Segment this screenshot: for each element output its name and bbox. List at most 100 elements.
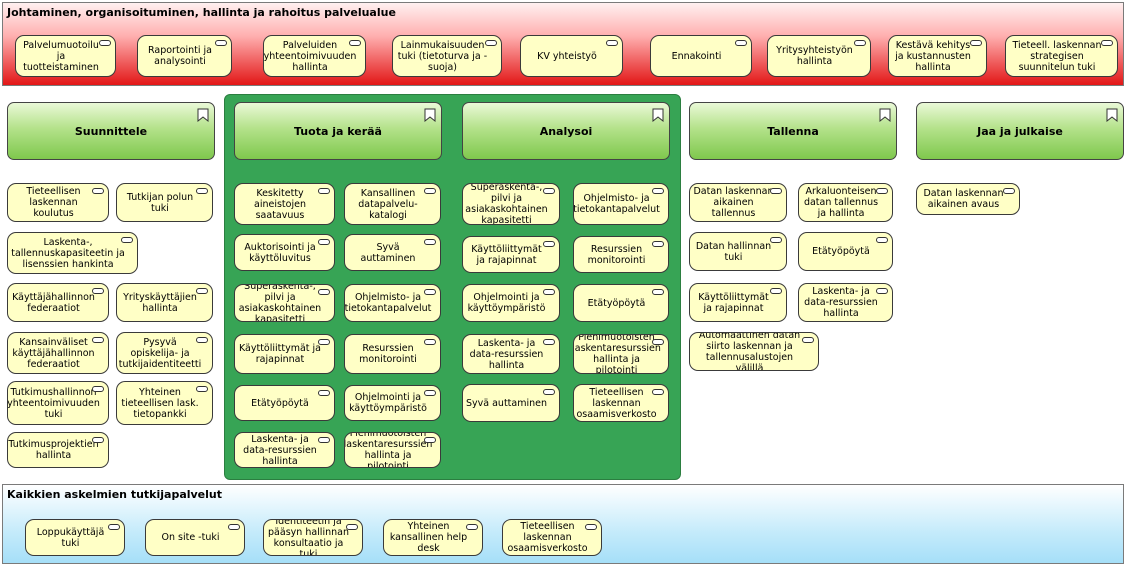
bookmark-icon [424, 108, 436, 122]
service-label: Yritysyhteistyön hallinta [776, 45, 853, 67]
service-icon [876, 188, 888, 194]
service-icon [424, 239, 436, 245]
produce-service[interactable]: Käyttöliittymät ja rajapinnat [234, 334, 335, 374]
stage-tallenna[interactable]: Tallenna [689, 102, 897, 160]
service-icon [1101, 40, 1113, 46]
store-service[interactable]: Datan laskennan aikainen tallennus [689, 183, 787, 222]
plan-service[interactable]: Tieteellisen laskennan koulutus [7, 183, 109, 222]
plan-service[interactable]: Yhteinen tieteellisen lask. tietopankki [116, 381, 213, 425]
service-icon [876, 288, 888, 294]
produce-service[interactable]: Etätyöpöytä [234, 385, 335, 421]
store-service[interactable]: Arkaluonteisen datan tallennus ja hallin… [798, 183, 893, 222]
service-label: Ohjelmointi ja käyttöympäristö [467, 292, 546, 314]
stage-tuota-ja-keraa[interactable]: Tuota ja kerää [234, 102, 442, 160]
service-icon [99, 40, 111, 46]
service-icon [92, 437, 104, 443]
service-icon [196, 288, 208, 294]
service-label: Kestävä kehitys ja kustannusten hallinta [895, 39, 971, 73]
produce-service[interactable]: Ohjelmointi ja käyttöympäristö [344, 385, 441, 421]
service-icon [228, 524, 240, 530]
produce-service[interactable]: Ohjelmisto- ja tietokantapalvelut [344, 284, 441, 322]
service-icon [543, 339, 555, 345]
plan-service[interactable]: Tutkimusprojektien hallinta [7, 432, 109, 468]
bookmark-icon [197, 108, 209, 122]
service-label: Laskenta- ja data-resurssien hallinta [243, 433, 317, 467]
researcher-service[interactable]: On site -tuki [145, 519, 245, 556]
service-icon [1003, 188, 1015, 194]
service-icon [196, 337, 208, 343]
governance-service[interactable]: Palvelumuotoilu ja tuotteistaminen [15, 35, 116, 77]
store-service[interactable]: Datan hallinnan tuki [689, 232, 787, 271]
analyze-service[interactable]: Tieteellisen laskennan osaamisverkosto [573, 384, 669, 422]
store-service[interactable]: Laskenta- ja data-resurssien hallinta [798, 283, 893, 322]
plan-service[interactable]: Kansainväliset käyttäjähallinnon federaa… [7, 332, 109, 374]
produce-service[interactable]: Resurssien monitorointi [344, 334, 441, 374]
service-label: Käyttäjähallinnon federaatiot [12, 291, 95, 314]
analyze-service[interactable]: Etätyöpöytä [573, 284, 669, 322]
service-icon [802, 337, 814, 343]
service-label: Arkaluonteisen datan tallennus ja hallin… [803, 186, 879, 219]
stage-suunnittele[interactable]: Suunnittele [7, 102, 215, 160]
researcher-service[interactable]: Tieteellisen laskennan osaamisverkosto [502, 519, 602, 556]
plan-service[interactable]: Yrityskäyttäjien hallinta [116, 283, 213, 322]
plan-service[interactable]: Käyttäjähallinnon federaatiot [7, 283, 109, 322]
bookmark-icon [652, 108, 664, 122]
service-icon [424, 437, 436, 443]
service-label: Syvä auttaminen [360, 241, 416, 264]
plan-service[interactable]: Laskenta-, tallennuskapasiteetin ja lise… [7, 232, 138, 274]
service-label: Yhteinen kansallinen help desk [389, 521, 468, 554]
service-label: Kansallinen datapalvelu-katalogi [358, 187, 418, 221]
service-label: Kansainväliset käyttäjähallinnon federaa… [12, 336, 95, 370]
researcher-service[interactable]: Yhteinen kansallinen help desk [383, 519, 483, 556]
service-label: Ohjelmisto- ja tietokantapalvelut [344, 292, 432, 314]
service-label: Ohjelmointi ja käyttöympäristö [349, 392, 427, 414]
governance-service[interactable]: Tieteell. laskennan strategisen suunnite… [1005, 35, 1118, 77]
plan-service[interactable]: Pysyvä opiskelija- ja tutkijaidentiteett… [116, 332, 213, 374]
service-label: Resurssien monitorointi [359, 343, 417, 365]
analyze-service[interactable]: Superaskenta-, pilvi ja asiakaskohtainen… [462, 183, 560, 225]
service-icon [652, 188, 664, 194]
produce-service[interactable]: Kansallinen datapalvelu-katalogi [344, 183, 441, 225]
governance-service[interactable]: Yritysyhteistyön hallinta [767, 35, 871, 77]
produce-service[interactable]: Pienimuotoisten laskentaresurssien halli… [344, 432, 441, 468]
researcher-service[interactable]: Identiteetin ja pääsyn hallinnan konsult… [263, 519, 363, 556]
produce-service[interactable]: Syvä auttaminen [344, 234, 441, 271]
store-service[interactable]: Etätyöpöytä [798, 232, 893, 271]
service-icon [585, 524, 597, 530]
service-icon [92, 188, 104, 194]
service-icon [770, 288, 782, 294]
stage-jaa-ja-julkaise[interactable]: Jaa ja julkaise [916, 102, 1124, 160]
stage-analysoi[interactable]: Analysoi [462, 102, 670, 160]
store-service[interactable]: Käyttöliittymät ja rajapinnat [689, 283, 787, 322]
produce-service[interactable]: Auktorisointi ja käyttöluvitus [234, 234, 335, 271]
service-label: Tieteell. laskennan strategisen suunnite… [1012, 39, 1102, 73]
analyze-service[interactable]: Resurssien monitorointi [573, 236, 669, 273]
researcher-service[interactable]: Loppukäyttäjä tuki [25, 519, 125, 556]
governance-service[interactable]: Palveluiden yhteentoimivuuden hallinta [263, 35, 366, 77]
plan-service[interactable]: Tutkimushallinnon yhteentoimivuuden tuki [7, 381, 109, 425]
analyze-service[interactable]: Laskenta- ja data-resurssien hallinta [462, 334, 560, 374]
analyze-service[interactable]: Ohjelmisto- ja tietokantapalvelut [573, 183, 669, 225]
stage-label: Analysoi [539, 124, 593, 138]
governance-service[interactable]: Kestävä kehitys ja kustannusten hallinta [888, 35, 987, 77]
service-icon [215, 40, 227, 46]
service-icon [196, 188, 208, 194]
produce-service[interactable]: Superaskenta-, pilvi ja asiakaskohtainen… [234, 284, 335, 322]
produce-service[interactable]: Keskitetty aineistojen saatavuus [234, 183, 335, 225]
plan-service[interactable]: Tutkijan polun tuki [116, 183, 213, 222]
analyze-service[interactable]: Käyttöliittymät ja rajapinnat [462, 236, 560, 273]
produce-service[interactable]: Laskenta- ja data-resurssien hallinta [234, 432, 335, 468]
service-label: Yrityskäyttäjien hallinta [123, 291, 197, 314]
analyze-service[interactable]: Ohjelmointi ja käyttöympäristö [462, 284, 560, 322]
analyze-service[interactable]: Syvä auttaminen [462, 384, 560, 422]
governance-service[interactable]: Raportointi ja analysointi [137, 35, 232, 77]
store-service[interactable]: Automaattinen datan siirto laskennan ja … [689, 332, 819, 371]
governance-service[interactable]: KV yhteistyö [520, 35, 623, 77]
share-service[interactable]: Datan laskennan aikainen avaus [916, 183, 1020, 215]
governance-service[interactable]: Lainmukaisuuden tuki (tietoturva ja -suo… [392, 35, 502, 77]
analyze-service[interactable]: Pienimuotoisten laskentaresurssien halli… [573, 334, 669, 374]
service-label: Palveluiden yhteentoimivuuden hallinta [263, 39, 357, 73]
service-label: Laskenta- ja data-resurssien hallinta [804, 286, 878, 319]
governance-service[interactable]: Ennakointi [650, 35, 752, 77]
stage-label: Suunnittele [74, 124, 148, 138]
